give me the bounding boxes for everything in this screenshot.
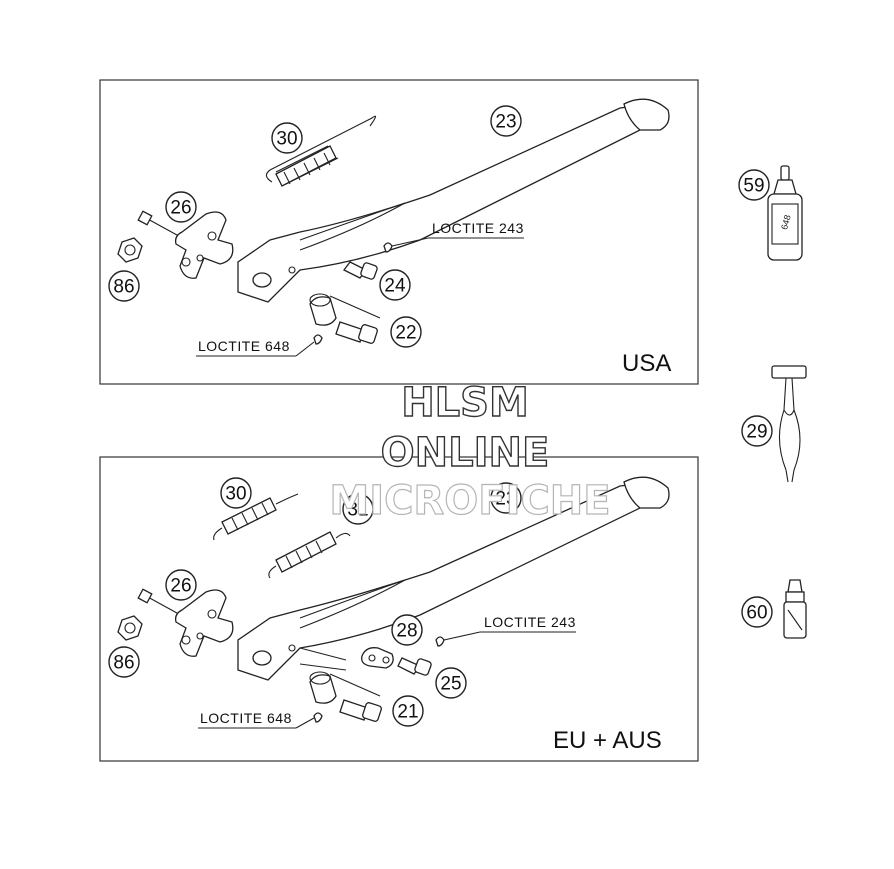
t-handle-tool bbox=[771, 365, 807, 483]
bushing-bolt-22 bbox=[309, 293, 381, 344]
pivot-bracket bbox=[137, 588, 234, 657]
small-tube bbox=[783, 579, 807, 639]
pivot-bracket bbox=[137, 210, 234, 279]
callout-text: 23 bbox=[495, 489, 516, 510]
callout-28: 28 bbox=[391, 614, 423, 646]
callout-30: 30 bbox=[271, 122, 303, 154]
loctite-drop bbox=[313, 712, 323, 723]
side-stand-arm bbox=[237, 98, 670, 303]
side-stand-arm bbox=[237, 476, 670, 681]
callout-86: 86 bbox=[108, 646, 140, 678]
callout-23: 23 bbox=[490, 482, 522, 514]
watermark: HLSM ONLINE MICROFICHE bbox=[329, 379, 611, 524]
callout-text: 31 bbox=[347, 500, 368, 521]
callout-text: 86 bbox=[113, 653, 134, 674]
callout-text: 60 bbox=[746, 603, 767, 624]
callout-text: 29 bbox=[746, 422, 767, 443]
callout-text: 59 bbox=[743, 176, 764, 197]
callout-text: 23 bbox=[495, 112, 516, 133]
callout-24: 24 bbox=[379, 269, 411, 301]
callout-26: 26 bbox=[165, 191, 197, 223]
panel-label-eu: EU + AUS bbox=[553, 727, 662, 754]
panel-eu: 30 31 23 26 86 28 25 21 LOCTI bbox=[99, 456, 699, 762]
callout-text: 28 bbox=[396, 621, 417, 642]
loctite-drop bbox=[383, 242, 393, 253]
callout-text: 21 bbox=[397, 702, 418, 723]
nut-86 bbox=[117, 615, 143, 641]
spring-30 bbox=[265, 115, 377, 187]
panel-usa-frame bbox=[99, 79, 699, 385]
watermark-line-3: MICROFICHE bbox=[329, 478, 610, 524]
callout-59: 59 bbox=[738, 169, 770, 201]
callout-86: 86 bbox=[108, 270, 140, 302]
callout-text: 86 bbox=[113, 277, 134, 298]
panel-usa: 30 23 26 86 24 22 LOCTITE 243 LOCTITE 64… bbox=[99, 79, 699, 385]
watermark-line-1: HLSM bbox=[401, 380, 529, 426]
loctite-243-label: LOCTITE 243 bbox=[432, 220, 524, 236]
loctite-648-label: LOCTITE 648 bbox=[200, 710, 292, 726]
loctite-243-label: LOCTITE 243 bbox=[484, 614, 576, 630]
callout-text: 26 bbox=[170, 198, 191, 219]
callout-21: 21 bbox=[392, 695, 424, 727]
callout-25: 25 bbox=[435, 667, 467, 699]
loctite-648-label: LOCTITE 648 bbox=[198, 338, 290, 354]
callout-22: 22 bbox=[390, 316, 422, 348]
callout-29: 29 bbox=[741, 415, 773, 447]
panel-label-usa: USA bbox=[622, 350, 671, 377]
plate-28 bbox=[299, 647, 394, 671]
bolt-24 bbox=[343, 261, 378, 280]
spring-30 bbox=[213, 493, 299, 541]
callout-60: 60 bbox=[741, 596, 773, 628]
callout-text: 26 bbox=[170, 576, 191, 597]
loctite-drop bbox=[435, 636, 445, 647]
bottle-label: 648 bbox=[779, 214, 793, 231]
bolt-25 bbox=[397, 657, 432, 676]
panel-eu-frame bbox=[99, 456, 699, 762]
callout-text: 24 bbox=[384, 276, 406, 297]
bushing-bolt-21 bbox=[309, 671, 382, 722]
loctite-bottle: 648 bbox=[767, 165, 803, 261]
spring-31 bbox=[268, 531, 351, 579]
watermark-line-2: ONLINE bbox=[381, 430, 550, 476]
callout-23: 23 bbox=[490, 105, 522, 137]
callout-text: 22 bbox=[395, 323, 416, 344]
callout-30: 30 bbox=[220, 477, 252, 509]
callout-text: 30 bbox=[276, 129, 297, 150]
loctite-drop bbox=[313, 334, 323, 345]
nut-86 bbox=[117, 237, 143, 263]
callout-text: 30 bbox=[225, 484, 246, 505]
callout-31: 31 bbox=[342, 493, 374, 525]
callout-text: 25 bbox=[440, 674, 461, 695]
callout-26: 26 bbox=[165, 569, 197, 601]
